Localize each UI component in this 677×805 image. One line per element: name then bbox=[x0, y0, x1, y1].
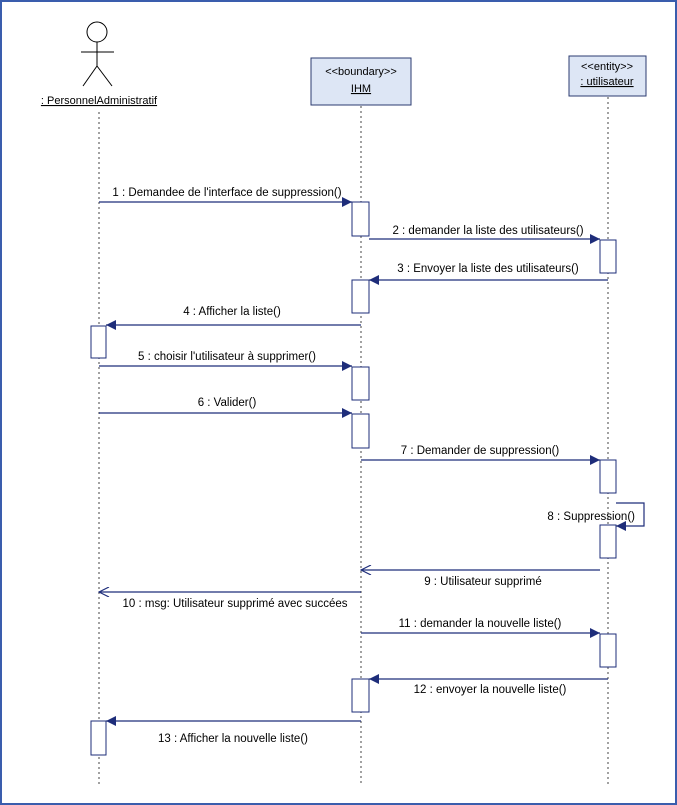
activation-bar bbox=[351, 201, 370, 237]
message-11: 11 : demander la nouvelle liste() bbox=[361, 618, 600, 638]
message-label: 7 : Demander de suppression() bbox=[401, 445, 560, 457]
message-4: 4 : Afficher la liste() bbox=[106, 306, 361, 330]
message-6: 6 : Valider() bbox=[99, 397, 352, 418]
participant-box bbox=[310, 57, 412, 106]
activation-bar bbox=[90, 720, 107, 756]
message-label: 1 : Demandee de l'interface de suppressi… bbox=[112, 187, 341, 199]
message-label: 13 : Afficher la nouvelle liste() bbox=[158, 733, 308, 745]
participant-utilisateur: <<entity>> : utilisateur bbox=[568, 55, 647, 97]
message-2: 2 : demander la liste des utilisateurs() bbox=[369, 225, 600, 244]
message-8: 8 : Suppression() bbox=[547, 502, 645, 531]
message-label: 11 : demander la nouvelle liste() bbox=[399, 618, 562, 630]
message-label: 2 : demander la liste des utilisateurs() bbox=[392, 225, 583, 237]
activation-bar bbox=[351, 279, 370, 314]
activation-bar bbox=[599, 239, 617, 274]
participant-box bbox=[568, 55, 647, 97]
activation-bar bbox=[599, 524, 617, 559]
activation-bar bbox=[599, 459, 617, 494]
message-3: 3 : Envoyer la liste des utilisateurs() bbox=[369, 263, 608, 285]
message-1: 1 : Demandee de l'interface de suppressi… bbox=[99, 187, 352, 207]
participant-stereotype: <<entity>> bbox=[581, 61, 633, 73]
message-label: 5 : choisir l'utilisateur à supprimer() bbox=[138, 351, 316, 363]
activation-bar bbox=[90, 325, 107, 359]
message-10: 10 : msg: Utilisateur supprimé avec succ… bbox=[99, 592, 361, 610]
message-12: 12 : envoyer la nouvelle liste() bbox=[369, 674, 608, 696]
message-5: 5 : choisir l'utilisateur à supprimer() bbox=[99, 351, 352, 371]
actor-icon bbox=[86, 21, 108, 43]
message-label: 3 : Envoyer la liste des utilisateurs() bbox=[397, 263, 579, 275]
participant-ihm: <<boundary>> IHM bbox=[310, 57, 412, 106]
actor-personnel-administratif: : PersonnelAdministratif bbox=[41, 21, 158, 107]
message-7: 7 : Demander de suppression() bbox=[361, 445, 600, 465]
message-label: 8 : Suppression() bbox=[547, 511, 635, 523]
actor-name: : PersonnelAdministratif bbox=[41, 95, 158, 107]
activation-bar bbox=[599, 633, 617, 668]
activation-bar bbox=[351, 366, 370, 401]
participant-stereotype: <<boundary>> bbox=[325, 66, 397, 78]
participant-name: IHM bbox=[351, 83, 371, 95]
activation-bar bbox=[351, 413, 370, 449]
message-label: 4 : Afficher la liste() bbox=[183, 306, 281, 318]
message-label: 9 : Utilisateur supprimé bbox=[424, 576, 542, 588]
message-13: 13 : Afficher la nouvelle liste() bbox=[106, 716, 361, 745]
message-label: 10 : msg: Utilisateur supprimé avec succ… bbox=[123, 598, 348, 610]
message-label: 12 : envoyer la nouvelle liste() bbox=[414, 684, 567, 696]
message-label: 6 : Valider() bbox=[198, 397, 257, 409]
participant-name: : utilisateur bbox=[580, 76, 634, 88]
message-9: 9 : Utilisateur supprimé bbox=[361, 570, 600, 588]
activation-bar bbox=[351, 678, 370, 713]
